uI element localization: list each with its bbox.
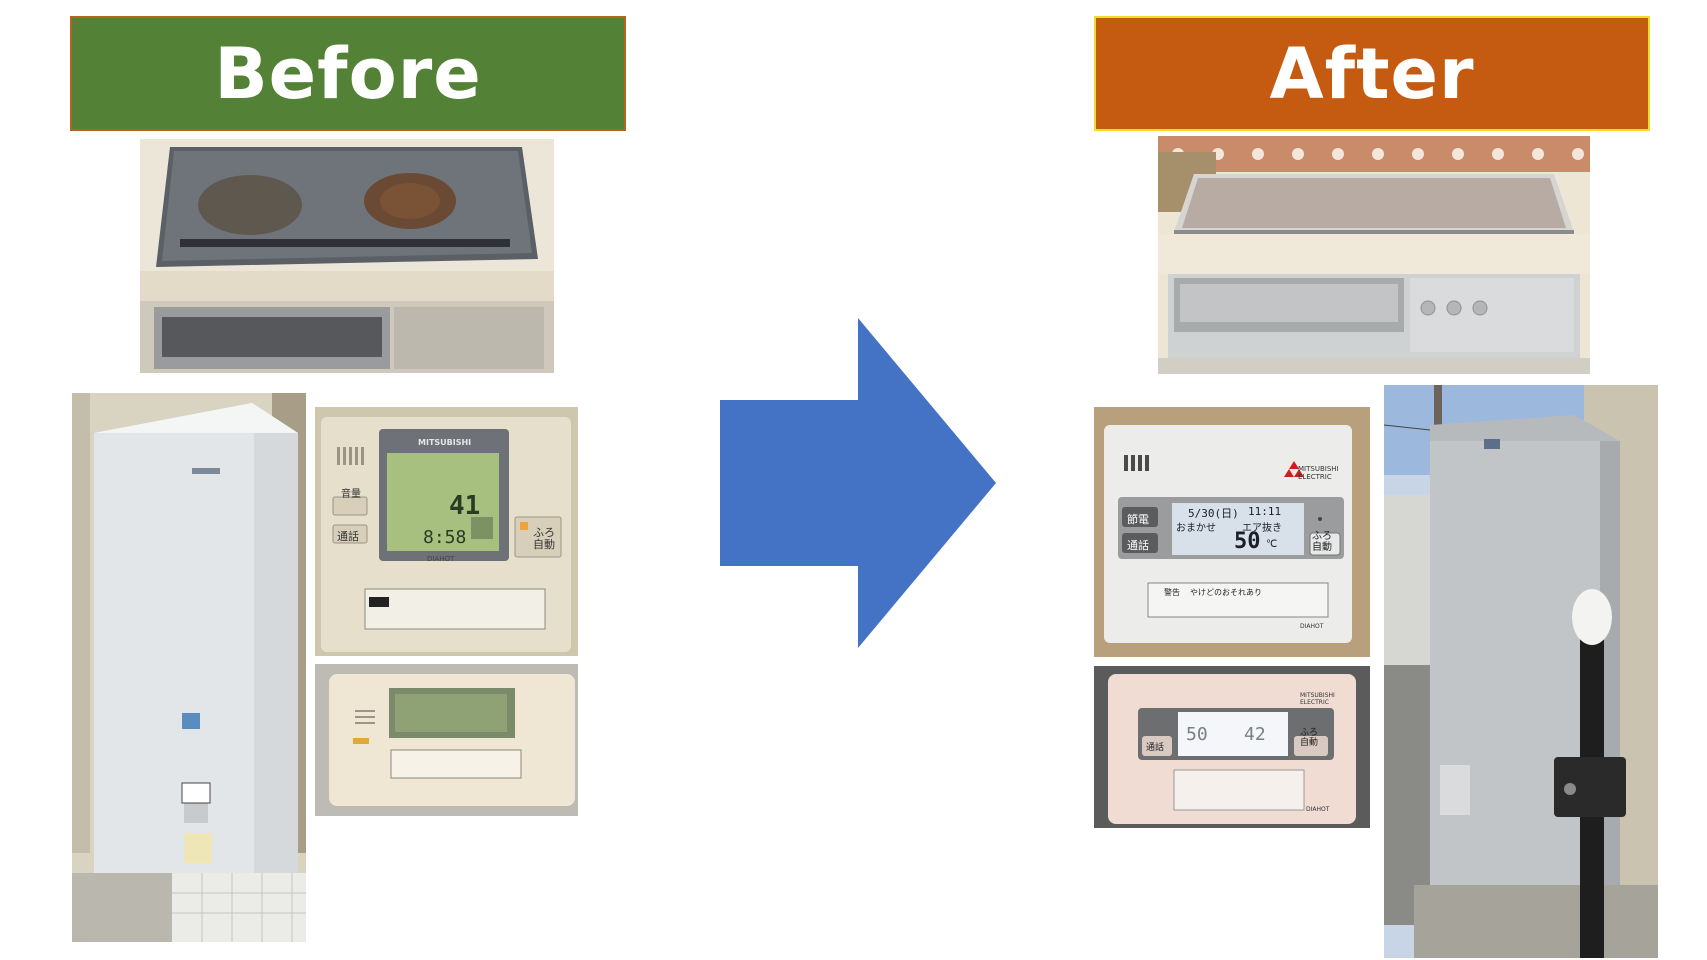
remote-maker-text: DIAHOT	[1306, 806, 1330, 813]
volume-button-label[interactable]: 音量	[341, 489, 361, 500]
lcd-temp-right: 42	[1244, 724, 1266, 745]
bath-remote-icon	[315, 664, 578, 816]
remote-brand-text: MITSUBISHI ELECTRIC	[1300, 692, 1335, 706]
right-arrow-icon	[720, 318, 996, 648]
save-power-button-label[interactable]: 節電	[1127, 513, 1149, 526]
call-button-label[interactable]: 通話	[1127, 539, 1149, 552]
after-remote-bath-photo: MITSUBISHI ELECTRIC 50 42 通話 ふろ 自動 DIAHO…	[1094, 666, 1370, 828]
after-banner: After	[1094, 16, 1650, 131]
lcd-temp-unit: ℃	[1266, 539, 1278, 550]
after-remote-kitchen-photo: MITSUBISHI ELECTRIC 節電 通話 ふろ 自動 5/30(日) …	[1094, 407, 1370, 657]
remote-maker-text: DIAHOT	[427, 555, 455, 563]
before-banner: Before	[70, 16, 626, 131]
water-heater-tank-icon	[72, 393, 306, 942]
auto-bath-button-label[interactable]: ふろ 自動	[1300, 728, 1319, 748]
remote-brand-text: MITSUBISHI ELECTRIC	[1298, 465, 1339, 481]
before-label: Before	[214, 32, 482, 115]
ih-cooktop-icon	[140, 139, 554, 373]
remote-brand-text: MITSUBISHI	[418, 438, 472, 447]
lcd-status: エア抜き	[1242, 523, 1282, 534]
after-label: After	[1269, 32, 1475, 115]
lcd-temp: 50	[1234, 529, 1261, 554]
call-button-label[interactable]: 通話	[1146, 743, 1165, 753]
remote-body-icon	[1094, 407, 1370, 657]
warning-text: やけどのおそれあり	[1190, 588, 1262, 597]
lcd-date: 5/30(日)	[1188, 507, 1239, 520]
water-heater-tank-icon	[1384, 385, 1658, 958]
bath-remote-icon	[1094, 666, 1370, 828]
remote-body-icon	[315, 407, 578, 656]
call-button-label[interactable]: 通話	[337, 530, 359, 543]
lcd-time: 11:11	[1248, 505, 1282, 518]
lcd-temp-left: 50	[1186, 724, 1208, 745]
after-cooktop-photo	[1158, 136, 1590, 374]
ih-cooktop-icon	[1158, 136, 1590, 374]
remote-time-readout: 8:58	[423, 527, 467, 548]
auto-bath-button-label[interactable]: ふろ 自動	[533, 526, 555, 551]
before-cooktop-photo	[140, 139, 554, 373]
before-remote-bath-photo	[315, 664, 578, 816]
remote-maker-text: DIAHOT	[1300, 623, 1324, 630]
auto-bath-button-label[interactable]: ふろ 自動	[1312, 531, 1332, 553]
lcd-mode: おまかせ	[1176, 523, 1216, 534]
before-tank-photo	[72, 393, 306, 942]
before-remote-kitchen-photo: MITSUBISHI 41 8:58 音量 通話 ふろ 自動 DIAHOT	[315, 407, 578, 656]
after-tank-photo	[1384, 385, 1658, 958]
remote-temp-readout: 41	[449, 491, 481, 521]
warning-label: 警告	[1164, 588, 1180, 597]
